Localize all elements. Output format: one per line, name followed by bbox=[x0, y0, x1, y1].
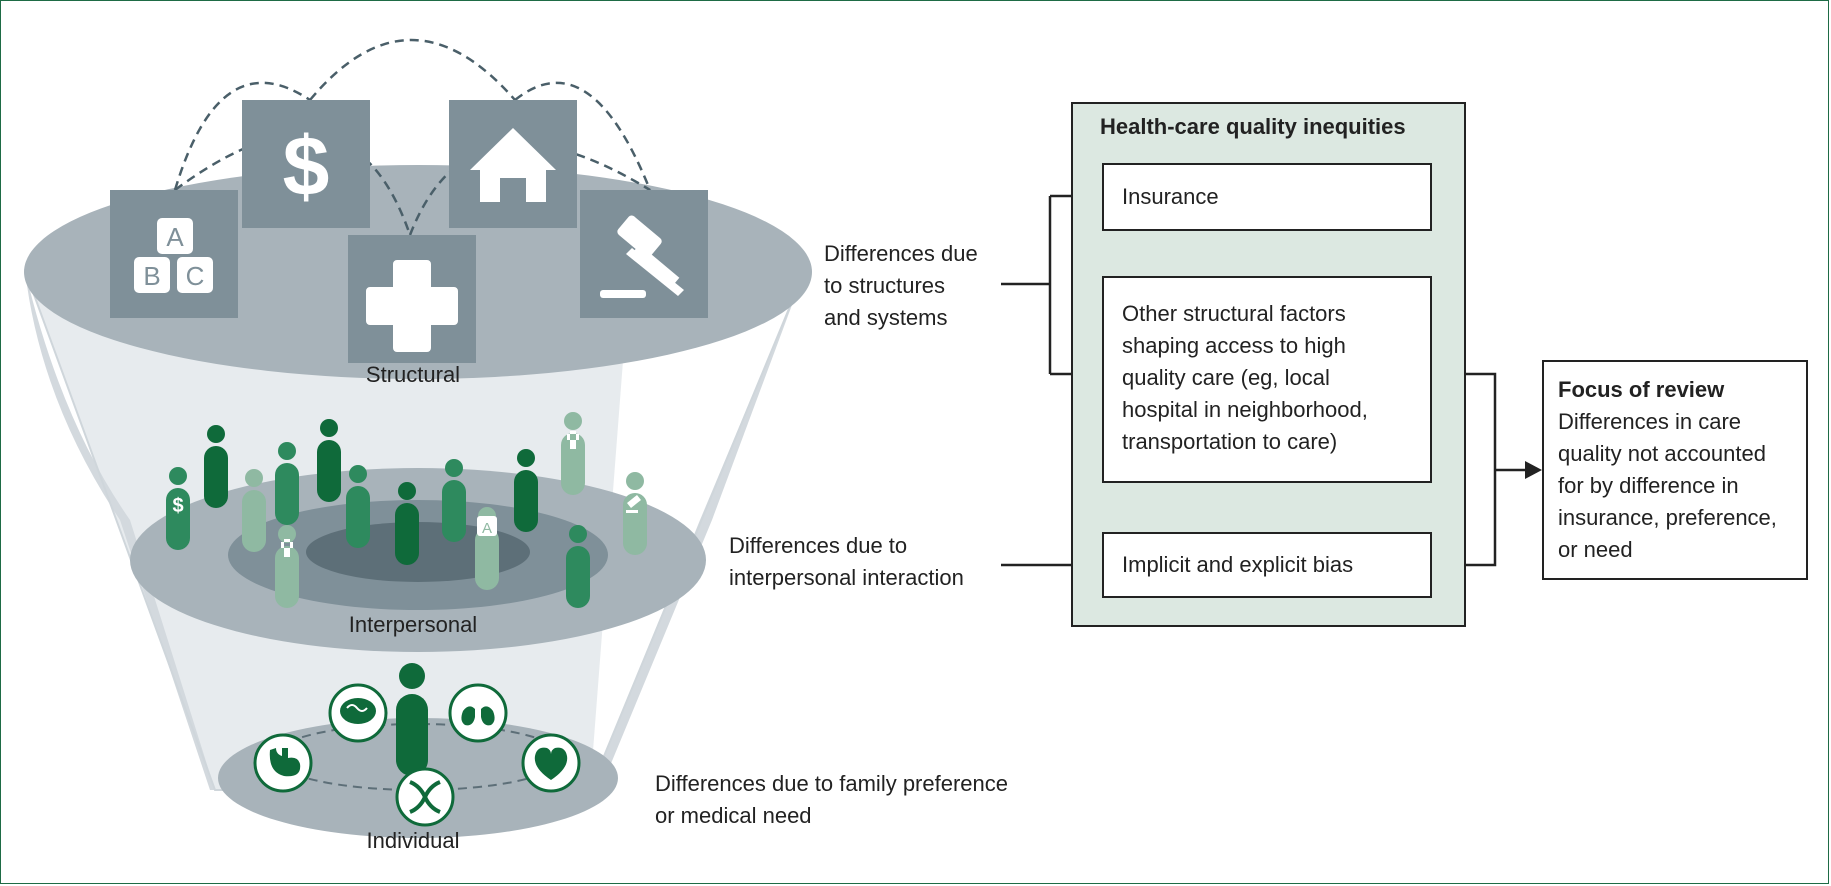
svg-text:A: A bbox=[482, 520, 492, 537]
people-group: $ A bbox=[166, 412, 647, 608]
svg-text:$: $ bbox=[172, 495, 183, 517]
tier-label-structural: Structural bbox=[365, 362, 461, 387]
other-structural-factors-box: Other structural factors shaping access … bbox=[1102, 276, 1432, 483]
svg-text:A: A bbox=[166, 222, 184, 252]
house-icon bbox=[449, 100, 577, 228]
medical-cross-icon bbox=[348, 235, 476, 363]
tier-label-interpersonal: Interpersonal bbox=[348, 612, 478, 637]
inequities-title: Health-care quality inequities bbox=[1100, 114, 1406, 139]
svg-text:$: $ bbox=[283, 119, 330, 213]
implicit-explicit-bias-box: Implicit and explicit bias bbox=[1102, 532, 1432, 598]
label-structures-and-systems: Differences due to structures and system… bbox=[824, 241, 978, 330]
tier-label-individual: Individual bbox=[366, 828, 460, 853]
insurance-box: Insurance bbox=[1102, 163, 1432, 231]
connection-arcs bbox=[173, 38, 652, 236]
dollar-icon: $ bbox=[242, 100, 370, 228]
svg-text:C: C bbox=[186, 261, 205, 291]
stomach-icon bbox=[253, 733, 313, 793]
brain-icon bbox=[328, 683, 388, 743]
label-family-preference-medical-need: Differences due to family preference or … bbox=[655, 771, 1008, 828]
gavel-icon bbox=[580, 190, 708, 318]
lungs-icon bbox=[448, 683, 508, 743]
focus-title: Focus of review bbox=[1558, 377, 1725, 402]
label-interpersonal-interaction: Differences due to interpersonal interac… bbox=[729, 533, 964, 590]
focus-of-review-box: Focus of review Differences in care qual… bbox=[1542, 360, 1808, 580]
heart-icon bbox=[521, 733, 581, 793]
svg-text:B: B bbox=[143, 261, 160, 291]
abc-blocks-icon: A B C bbox=[110, 190, 238, 318]
dna-icon bbox=[395, 767, 455, 827]
individual-person bbox=[396, 663, 428, 776]
